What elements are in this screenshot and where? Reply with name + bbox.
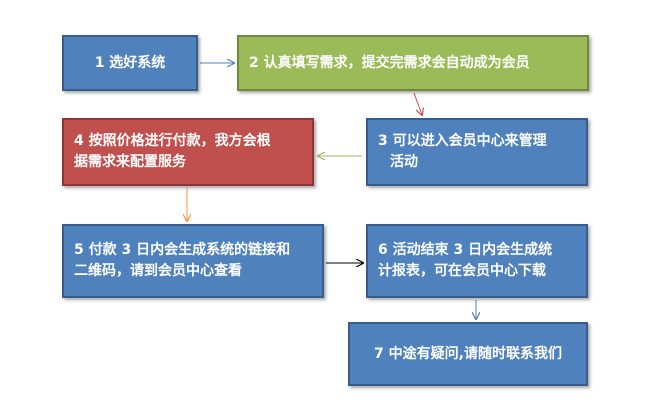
step-7-text: 7 中途有疑问,请随时联系我们 — [374, 345, 562, 362]
arrow-2-to-3 — [413, 92, 422, 115]
step-4-box: 4 按照价格进行付款，我方会根 据需求来配置服务 — [62, 118, 314, 186]
step-6-text: 6 活动结束 3 日内会生成统 计报表，可在会员中心下载 — [378, 240, 552, 282]
step-5-text: 5 付款 3 日内会生成系统的链接和 二维码，请到会员中心查看 — [74, 240, 290, 282]
step-6-line-2: 计报表，可在会员中心下载 — [378, 263, 546, 279]
step-1-text: 1 选好系统 — [94, 54, 166, 71]
step-1-box: 1 选好系统 — [62, 35, 198, 91]
step-3-text: 3 可以进入会员中心来管理 活动 — [378, 131, 547, 173]
step-3-box: 3 可以进入会员中心来管理 活动 — [366, 118, 588, 186]
step-7-box: 7 中途有疑问,请随时联系我们 — [348, 322, 588, 386]
step-4-line-2: 据需求来配置服务 — [74, 154, 186, 170]
step-4-line-1: 4 按照价格进行付款，我方会根 — [74, 133, 271, 149]
step-2-text: 2 认真填写需求，提交完需求会自动成为会员 — [249, 54, 530, 71]
step-3-line-1: 3 可以进入会员中心来管理 — [378, 133, 547, 149]
step-3-line-2: 活动 — [390, 154, 418, 170]
step-4-text: 4 按照价格进行付款，我方会根 据需求来配置服务 — [74, 131, 271, 173]
step-6-line-1: 6 活动结束 3 日内会生成统 — [378, 242, 553, 258]
step-6-box: 6 活动结束 3 日内会生成统 计报表，可在会员中心下载 — [366, 224, 588, 298]
step-5-line-2: 二维码，请到会员中心查看 — [74, 263, 242, 279]
step-5-line-1: 5 付款 3 日内会生成系统的链接和 — [74, 242, 291, 258]
step-2-box: 2 认真填写需求，提交完需求会自动成为会员 — [237, 35, 589, 91]
step-5-box: 5 付款 3 日内会生成系统的链接和 二维码，请到会员中心查看 — [62, 224, 324, 298]
